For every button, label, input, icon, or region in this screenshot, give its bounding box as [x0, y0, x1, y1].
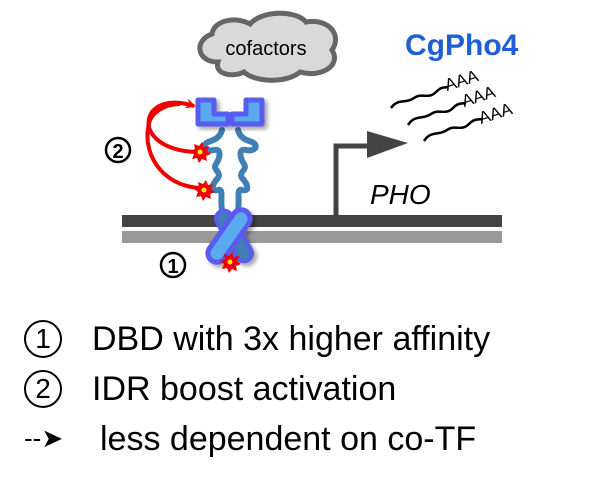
- mrna-1: [389, 85, 449, 109]
- idr-strands: [201, 127, 259, 225]
- phospho-site-1: [190, 142, 211, 163]
- mrna-transcripts: [389, 85, 483, 142]
- mrna-3: [422, 117, 483, 142]
- pho4-mechanism-diagram: cofactors CgPho4 PHO AAA AAA AAA: [104, 10, 519, 279]
- marker-dbd: ① 1: [159, 251, 187, 279]
- phospho-site-3: [220, 252, 241, 273]
- protein-title: CgPho4: [405, 29, 519, 62]
- gene-label: PHO: [370, 179, 431, 210]
- idr-right: [233, 127, 259, 225]
- dna-strand-bottom: [122, 231, 502, 243]
- svg-text:1: 1: [167, 256, 178, 278]
- dna-strand-top: [122, 215, 502, 227]
- dna-binding-domain: [205, 207, 254, 265]
- legend-item-idr: 2 IDR boost activation: [0, 364, 600, 414]
- legend-text-dbd: DBD with 3x higher affinity: [92, 320, 491, 358]
- svg-text:2: 2: [112, 141, 123, 163]
- idr-activation-arrows: [145, 98, 201, 190]
- transcription-start-arrow: [333, 131, 408, 215]
- legend-item-dbd: 1 DBD with 3x higher affinity: [0, 314, 600, 364]
- cofactors-cloud: cofactors: [197, 10, 339, 83]
- mrna-2: [406, 101, 467, 126]
- activation-domain: [195, 97, 265, 127]
- idr-left: [201, 127, 227, 225]
- marker-idr: ② 2: [104, 136, 132, 164]
- legend-marker-1: 1: [24, 314, 62, 364]
- phospho-site-2: [194, 180, 215, 201]
- legend-text-idr: IDR boost activation: [92, 370, 397, 408]
- legend-marker-2: 2: [24, 364, 62, 414]
- cofactors-label: cofactors: [225, 38, 306, 60]
- legend-item-result: --➤ less dependent on co-TF: [0, 414, 600, 464]
- legend-text-result: less dependent on co-TF: [100, 420, 477, 458]
- dashed-arrow-icon: --➤: [24, 423, 64, 454]
